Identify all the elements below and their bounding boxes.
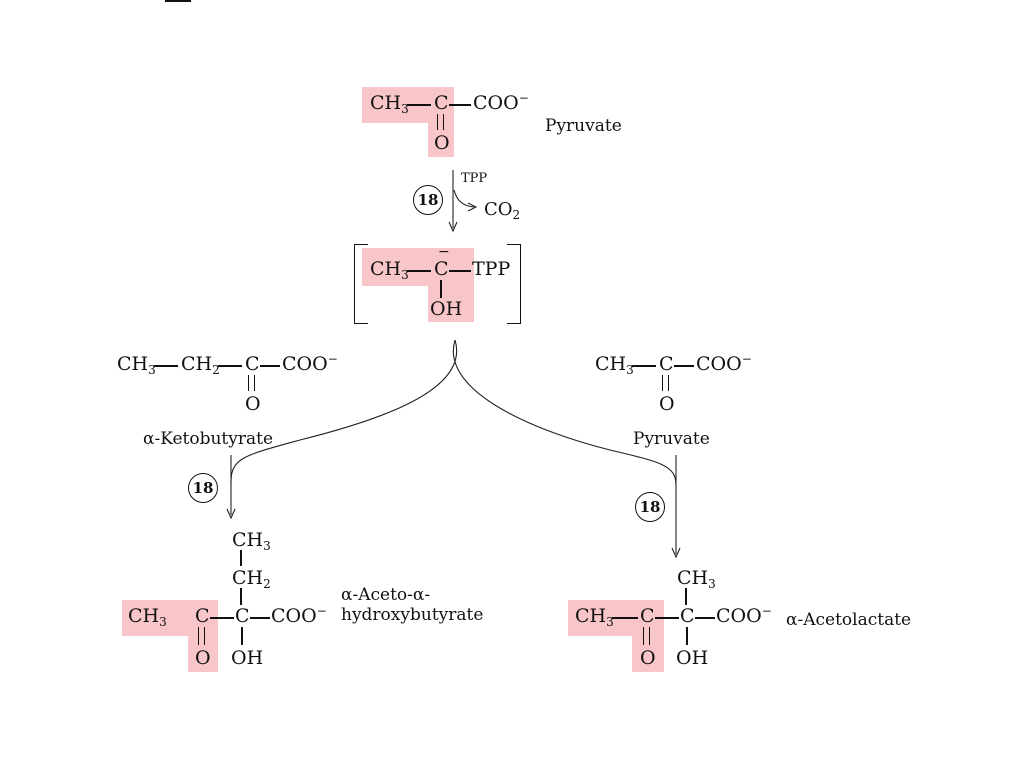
bond [260, 365, 280, 367]
product-left-ch3: CH3 [128, 605, 167, 629]
pyruvate-label: Pyruvate [545, 116, 622, 136]
product-right-carboxylate: COO− [716, 604, 772, 627]
arrow-co2-branch [453, 189, 475, 208]
pyruvate-carbonyl-c: C [434, 92, 449, 114]
pyruvate-ch3: CH3 [370, 92, 409, 116]
arrow-head [226, 508, 236, 520]
bond [240, 550, 242, 566]
ketobutyrate-oxygen: O [245, 393, 261, 415]
double-bond [248, 375, 255, 391]
product-right-hydroxyl: OH [676, 647, 709, 669]
ketobutyrate-ch2: CH2 [181, 353, 220, 377]
bond [210, 617, 234, 619]
product-right-carbonyl-c: C [640, 605, 655, 627]
product-left-carboxylate: COO− [271, 604, 327, 627]
pyruvate-oxygen: O [434, 132, 450, 154]
bond [240, 588, 242, 605]
co2-label: CO2 [484, 199, 521, 222]
left-bracket [354, 244, 368, 324]
cofactor-tpp-label: TPP [461, 171, 488, 186]
product-left-carbonyl-c: C [195, 605, 210, 627]
ketobutyrate-label: α-Ketobutyrate [143, 429, 274, 449]
arrow-head [671, 547, 681, 559]
ketobutyrate-ch3: CH3 [117, 353, 156, 377]
product-left-top-ch3: CH3 [232, 529, 271, 553]
ketobutyrate-carbonyl-c: C [245, 353, 260, 375]
pyruvate-carboxylate: COO− [473, 91, 529, 114]
bond [449, 104, 471, 106]
intermediate-ch3: CH3 [370, 258, 409, 282]
arrow-branch-left [230, 339, 458, 515]
double-bond [437, 114, 444, 130]
pyruvate-highlight-stem [428, 87, 454, 157]
pyruvate2-ch3: CH3 [595, 353, 634, 377]
bond [407, 104, 431, 106]
pyruvate2-label: Pyruvate [633, 429, 710, 449]
product-left-ch2: CH2 [232, 567, 271, 591]
bond [218, 365, 242, 367]
ketobutyrate-carboxylate: COO− [282, 352, 338, 375]
bond [655, 617, 679, 619]
bond [685, 588, 687, 605]
product-left-label-line1: α-Aceto-α- [341, 585, 431, 605]
reaction-step-badge-right: 18 [635, 492, 665, 522]
arrow-head [448, 221, 458, 233]
product-left-hydroxyl: OH [231, 647, 264, 669]
bond [686, 627, 688, 645]
arrow-branch-right [452, 339, 677, 486]
pyruvate2-carbonyl-c: C [659, 353, 674, 375]
intermediate-tpp: TPP [472, 258, 511, 280]
product-right-highlight-stem [632, 600, 664, 672]
bond [449, 270, 471, 272]
product-right-top-ch3: CH3 [677, 567, 716, 591]
pyruvate2-carboxylate: COO− [696, 352, 752, 375]
carbanion-charge: − [438, 244, 450, 260]
product-left-highlight-stem [188, 600, 218, 672]
product-left-oxygen: O [195, 647, 211, 669]
bond [407, 270, 431, 272]
reaction-step-badge-left: 18 [188, 473, 218, 503]
bond [632, 365, 656, 367]
product-right-label: α-Acetolactate [786, 610, 912, 630]
product-left-alpha-c: C [235, 605, 250, 627]
bond [440, 280, 442, 298]
bond [612, 617, 638, 619]
intermediate-carbanion-c: C [434, 258, 449, 280]
product-left-label-line2: hydroxybutyrate [341, 605, 484, 625]
double-bond [662, 375, 669, 391]
product-right-alpha-c: C [680, 605, 695, 627]
intermediate-hydroxyl: OH [430, 298, 463, 320]
bond [674, 365, 694, 367]
product-right-ch3: CH3 [575, 605, 614, 629]
arrow-head [467, 202, 478, 212]
intermediate-highlight-stem [428, 248, 474, 322]
bond [695, 617, 715, 619]
product-right-oxygen: O [640, 647, 656, 669]
bond [241, 627, 243, 645]
double-bond [643, 627, 650, 645]
bond [250, 617, 270, 619]
pyruvate2-oxygen: O [659, 393, 675, 415]
right-bracket [507, 244, 521, 324]
reaction-step-badge: 18 [413, 185, 443, 215]
double-bond [198, 627, 205, 645]
bond [154, 365, 178, 367]
bond [165, 0, 191, 2]
